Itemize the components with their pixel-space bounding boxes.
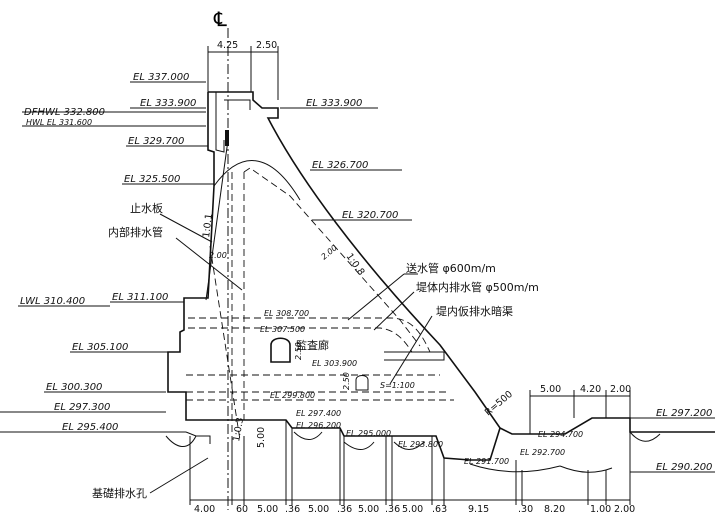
el-333-900-left: EL 333.900 — [140, 98, 196, 109]
dam-downstream-outline — [208, 91, 715, 435]
label-foundation-drain: 基礎排水孔 — [92, 486, 147, 500]
culvert-opening — [355, 375, 369, 391]
centerline-symbol: ℄ — [213, 7, 227, 31]
label-leaders — [149, 213, 433, 494]
inspection-gallery — [270, 337, 291, 363]
label-waterstop: 止水板 — [130, 201, 163, 215]
el-325-500: EL 325.500 — [124, 174, 180, 185]
foundation-left — [185, 431, 211, 444]
el-326-700: EL 326.700 — [312, 160, 368, 171]
el-295-000: EL 295.000 — [346, 429, 391, 438]
dim-top-2: 2.50 — [256, 40, 277, 51]
dim-bottom-13: 8.20 — [544, 504, 565, 515]
dim-bottom-2: 60 — [236, 504, 248, 515]
el-294-700: EL 294.700 — [538, 430, 583, 439]
dim-top-1: 4.25 — [217, 40, 238, 51]
radius-label: R=500 — [483, 389, 515, 418]
dim-bottom-4: .36 — [285, 504, 300, 515]
slope-culvert: S=1:100 — [380, 381, 415, 390]
dim-bottom-7: 5.00 — [358, 504, 379, 515]
dam-upstream-outline — [167, 92, 215, 421]
dim-250-culvert: 2.50 — [342, 372, 351, 390]
dim-bottom-6: .36 — [337, 504, 352, 515]
dfhwl-332-800: DFHWL 332.800 — [24, 107, 105, 118]
el-290-200: EL 290.200 — [656, 462, 712, 473]
dim-200-slope: 2.00 — [320, 243, 339, 261]
dim-bottom-15: 2.00 — [614, 504, 635, 515]
el-320-700: EL 320.700 — [342, 210, 398, 221]
slope-downstream: 1:0.8 — [344, 251, 367, 277]
el-296-200: EL 296.200 — [296, 421, 341, 430]
el-292-700: EL 292.700 — [520, 448, 565, 457]
el-307-500: EL 307.500 — [260, 325, 305, 334]
bottom-dim-ticks — [189, 420, 631, 505]
el-308-700: EL 308.700 — [264, 309, 309, 318]
dim-right-2: 4.20 — [580, 384, 601, 395]
dim-bottom-10: .63 — [432, 504, 447, 515]
hwl-331-600: HWL EL 331.600 — [26, 118, 92, 127]
dim-bottom-12: .30 — [518, 504, 533, 515]
dashed-drain-slope — [209, 245, 241, 441]
label-water-pipe: 送水管 φ600m/m — [406, 261, 496, 275]
label-temp-culvert: 堤内仮排水暗渠 — [436, 304, 513, 318]
el-329-700: EL 329.700 — [128, 136, 184, 147]
left-elevation-underlines — [18, 81, 214, 433]
right-elevation-underlines — [280, 107, 715, 473]
el-305-100: EL 305.100 — [72, 342, 128, 353]
foundation-step-line — [196, 419, 501, 461]
label-drain-pipe: 堤体内排水管 φ500m/m — [416, 280, 539, 294]
dim-bottom-9: 5.00 — [402, 504, 423, 515]
upstream-face-line — [205, 139, 229, 301]
dim-250-gallery: 2.50 — [294, 342, 303, 360]
dim-right-3: 2.00 — [610, 384, 631, 395]
dim-bottom-14: 1.00 — [590, 504, 611, 515]
lwl-310-400: LWL 310.400 — [20, 296, 85, 307]
spillway-curve — [213, 160, 301, 201]
el-311-100: EL 311.100 — [112, 292, 168, 303]
el-333-900-right: EL 333.900 — [306, 98, 362, 109]
pipe-outlet — [384, 351, 445, 361]
dashed-pipe-600 — [188, 317, 431, 353]
label-internal-drain: 内部排水管 — [108, 225, 163, 239]
dim-bottom-5: 5.00 — [308, 504, 329, 515]
el-293-800: EL 293.800 — [398, 440, 443, 449]
crest-parapet — [224, 99, 251, 110]
el-300-300: EL 300.300 — [46, 382, 102, 393]
dim-200-left: 2.00 — [209, 251, 227, 260]
dashed-line-upper — [243, 167, 421, 347]
label-inspection-gallery: 監査廊 — [296, 338, 329, 352]
el-295-400: EL 295.400 — [62, 422, 118, 433]
el-299-800: EL 299.800 — [270, 391, 315, 400]
dim-bottom-1: 4.00 — [194, 504, 215, 515]
dim-right-1: 5.00 — [540, 384, 561, 395]
dim-bottom-11: 9.15 — [468, 504, 489, 515]
slope-foundation: 1:0.3 — [231, 417, 246, 443]
dim-bottom-3: 5.00 — [257, 504, 278, 515]
waterstop-mark — [225, 130, 229, 146]
dim-bottom-8: .36 — [385, 504, 400, 515]
el-303-900: EL 303.900 — [312, 359, 357, 368]
dim-vertical-500: 5.00 — [256, 427, 267, 448]
crest-wall — [215, 92, 225, 153]
dashed-pipe-500 — [188, 327, 413, 353]
el-297-200: EL 297.200 — [656, 408, 712, 419]
el-297-400: EL 297.400 — [296, 409, 341, 418]
el-297-300: EL 297.300 — [54, 402, 110, 413]
slope-upstream: 1:0.1 — [201, 213, 215, 239]
el-337-000: EL 337.000 — [133, 72, 189, 83]
el-291-700: EL 291.700 — [464, 457, 509, 466]
